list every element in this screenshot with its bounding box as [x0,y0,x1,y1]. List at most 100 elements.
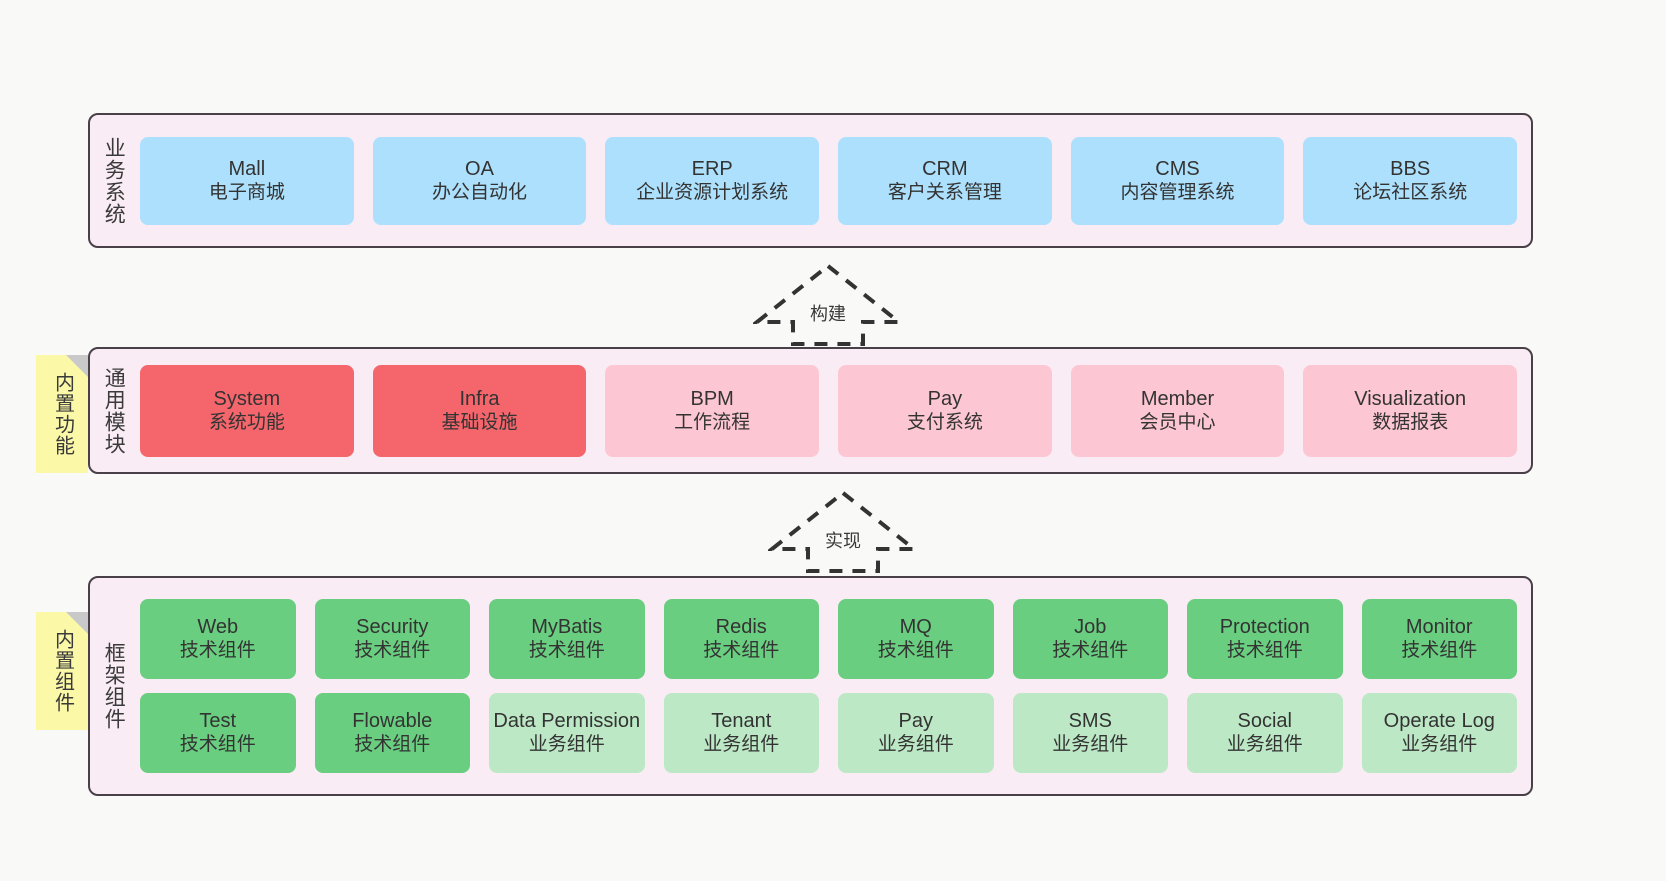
note-label: 内置组件 [51,629,74,713]
card-subtitle: 企业资源计划系统 [636,181,789,203]
connector-build: 构建 [751,262,905,348]
card-title: MQ [899,616,932,639]
card-title: BPM [690,387,734,410]
card-mybatis[interactable]: MyBatis 技术组件 [489,599,645,679]
card-member[interactable]: Member 会员中心 [1070,364,1285,457]
card-subtitle: 支付系统 [906,411,983,433]
card-title: Monitor [1405,616,1473,639]
card-title: ERP [691,157,733,180]
card-title: Test [199,710,237,733]
card-title: CRM [922,157,968,180]
card-security[interactable]: Security 技术组件 [314,599,470,679]
card-visualization[interactable]: Visualization 数据报表 [1303,364,1518,457]
card-subtitle: 办公自动化 [432,181,528,203]
card-title: Operate Log [1383,710,1495,733]
layer-business-system: 业务系统 Mall 电子商城 OA 办公自动化 ERP 企业资源计划系统 CRM… [88,113,1533,248]
card-flowable[interactable]: Flowable 技术组件 [314,693,470,773]
card-title: Redis [715,616,767,639]
card-subtitle: 技术组件 [354,640,431,662]
card-title: Pay [927,387,963,410]
build-arrow-icon [751,263,905,346]
sticky-note-builtin-component: 内置组件 [36,612,88,730]
card-subtitle: 技术组件 [1052,640,1129,662]
layer-title-common-modules: 通用模块 [102,366,126,455]
card-subtitle: 业务组件 [1052,734,1129,756]
card-pay-module[interactable]: Pay 支付系统 [838,364,1052,457]
card-subtitle: 业务组件 [1226,734,1303,756]
card-infra[interactable]: Infra 基础设施 [372,364,587,457]
card-title: BBS [1390,157,1431,180]
card-subtitle: 技术组件 [1226,640,1303,662]
layer-body-common-modules: System 系统功能 Infra 基础设施 BPM 工作流程 Pay 支付系统… [136,349,1531,472]
card-sms[interactable]: SMS 业务组件 [1012,693,1168,773]
card-title: Web [197,616,239,639]
card-mq[interactable]: MQ 技术组件 [838,599,994,679]
card-title: Security [356,616,429,639]
card-test[interactable]: Test 技术组件 [140,693,296,773]
card-title: SMS [1068,710,1112,733]
card-crm[interactable]: CRM 客户关系管理 [838,136,1052,225]
card-title: CMS [1155,157,1200,180]
card-title: Member [1140,387,1215,410]
card-redis[interactable]: Redis 技术组件 [663,599,819,679]
card-subtitle: 客户关系管理 [887,181,1002,203]
card-cms[interactable]: CMS 内容管理系统 [1070,136,1285,225]
card-subtitle: 数据报表 [1372,411,1449,433]
connector-label: 构建 [807,300,849,326]
card-social[interactable]: Social 业务组件 [1187,693,1343,773]
layer-title-framework-components: 框架组件 [102,642,126,730]
layer-body-framework-components: Web 技术组件 Security 技术组件 MyBatis 技术组件 Redi… [136,578,1531,794]
card-web[interactable]: Web 技术组件 [140,599,296,679]
card-title: Social [1237,710,1292,733]
card-pay-component[interactable]: Pay 业务组件 [838,693,994,773]
card-mall[interactable]: Mall 电子商城 [140,136,354,225]
card-subtitle: 技术组件 [354,734,431,756]
card-data-permission[interactable]: Data Permission 业务组件 [489,693,645,773]
card-title: Visualization [1354,387,1467,410]
layer-body-business-system: Mall 电子商城 OA 办公自动化 ERP 企业资源计划系统 CRM 客户关系… [136,115,1531,246]
card-row: Mall 电子商城 OA 办公自动化 ERP 企业资源计划系统 CRM 客户关系… [140,136,1518,225]
card-subtitle: 内容管理系统 [1120,181,1235,203]
card-title: System [213,387,281,410]
card-subtitle: 业务组件 [877,734,954,756]
note-fold-icon [66,355,88,377]
card-subtitle: 技术组件 [528,640,605,662]
card-protection[interactable]: Protection 技术组件 [1187,599,1343,679]
card-title: Flowable [352,710,433,733]
card-subtitle: 技术组件 [877,640,954,662]
card-subtitle: 论坛社区系统 [1353,181,1468,203]
note-label: 内置功能 [51,372,74,456]
card-subtitle: 系统功能 [208,411,285,433]
card-subtitle: 会员中心 [1139,411,1216,433]
card-row: Web 技术组件 Security 技术组件 MyBatis 技术组件 Redi… [140,599,1517,679]
card-oa[interactable]: OA 办公自动化 [372,136,587,225]
sticky-note-builtin-function: 内置功能 [36,355,88,473]
card-title: Job [1074,616,1107,639]
card-subtitle: 工作流程 [674,411,751,433]
card-erp[interactable]: ERP 企业资源计划系统 [605,136,820,225]
layer-framework-components: 框架组件 Web 技术组件 Security 技术组件 MyBatis 技术组件… [88,576,1533,796]
card-subtitle: 技术组件 [179,640,256,662]
card-monitor[interactable]: Monitor 技术组件 [1361,599,1517,679]
card-bbs[interactable]: BBS 论坛社区系统 [1303,136,1518,225]
card-subtitle: 技术组件 [1401,640,1478,662]
card-subtitle: 基础设施 [441,411,518,433]
note-fold-icon [66,612,88,634]
card-system[interactable]: System 系统功能 [140,364,354,457]
card-subtitle: 技术组件 [179,734,256,756]
card-tenant[interactable]: Tenant 业务组件 [663,693,819,773]
card-row: System 系统功能 Infra 基础设施 BPM 工作流程 Pay 支付系统… [140,364,1518,457]
layer-title-business-system: 业务系统 [102,136,126,225]
card-bpm[interactable]: BPM 工作流程 [605,364,820,457]
card-subtitle: 业务组件 [528,734,605,756]
card-title: Infra [459,387,500,410]
implement-arrow-icon [766,490,920,573]
card-title: Mall [228,157,266,180]
card-title: MyBatis [531,616,603,639]
layer-common-modules: 通用模块 System 系统功能 Infra 基础设施 BPM 工作流程 Pay… [88,347,1533,474]
connector-label: 实现 [822,527,864,553]
card-title: Protection [1219,616,1310,639]
card-job[interactable]: Job 技术组件 [1012,599,1168,679]
card-operate-log[interactable]: Operate Log 业务组件 [1361,693,1517,773]
